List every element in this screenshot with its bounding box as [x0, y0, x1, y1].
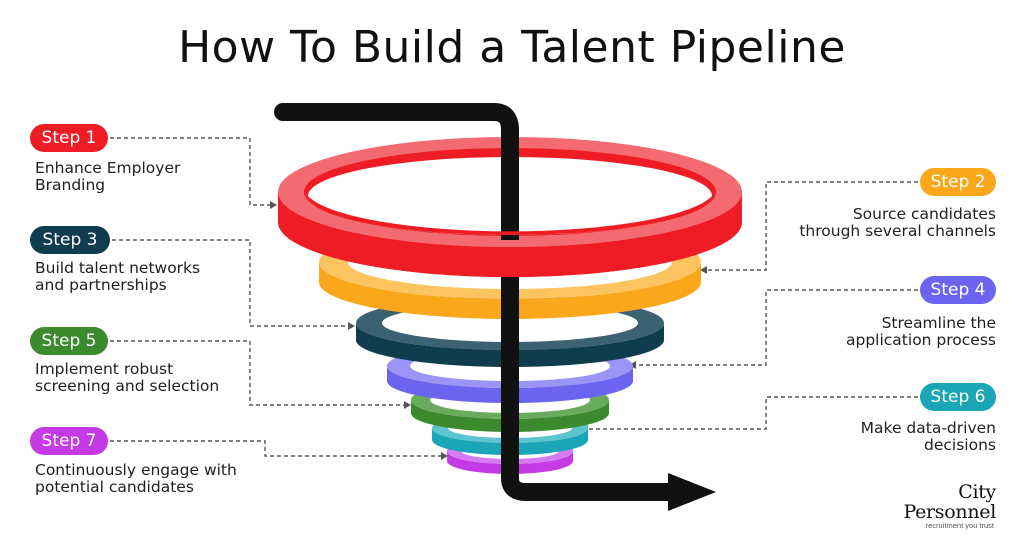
connector-step-2-arrow [700, 266, 707, 274]
logo-tagline: recruitment you trust [925, 521, 994, 530]
connector-step-3 [112, 239, 348, 327]
step-7-description: Continuously engage with potential candi… [35, 461, 237, 496]
connector-step-2 [707, 181, 918, 271]
pipe-top [274, 103, 519, 251]
step-6-description: Make data-driven decisions [860, 419, 996, 454]
connector-step-5-arrow [404, 401, 411, 409]
step-5-badge: Step 5 [30, 327, 108, 355]
step-5-description: Implement robust screening and selection [35, 360, 220, 395]
connector-step-1-arrow [270, 201, 277, 209]
connector-step-6 [588, 396, 918, 430]
connector-step-4 [636, 289, 918, 366]
step-2-description: Source candidates through several channe… [799, 205, 996, 240]
step-6-badge: Step 6 [920, 383, 996, 411]
step-3-badge: Step 3 [30, 226, 110, 254]
connector-step-1 [110, 137, 270, 206]
step-7-badge: Step 7 [30, 427, 108, 455]
city-personnel-logo: City Personnel recruitment you trust [866, 482, 996, 530]
connector-step-5 [110, 340, 404, 406]
step-4-badge: Step 4 [920, 276, 996, 304]
step-4-description: Streamline the application process [846, 314, 996, 349]
funnel-ring-1-front [278, 192, 742, 277]
step-2-badge: Step 2 [920, 168, 996, 196]
page-title: How To Build a Talent Pipeline [178, 22, 846, 73]
pipe-bottom [501, 240, 672, 501]
step-3-description: Build talent networks and partnerships [35, 259, 201, 294]
connector-step-3-arrow [348, 322, 355, 330]
connector-step-7 [110, 440, 441, 457]
connector-step-7-arrow [441, 452, 448, 460]
step-1-description: Enhance Employer Branding [35, 159, 181, 194]
step-1-badge: Step 1 [30, 124, 108, 152]
pipe-arrow-head [668, 473, 716, 511]
logo-name: City Personnel [903, 481, 996, 523]
